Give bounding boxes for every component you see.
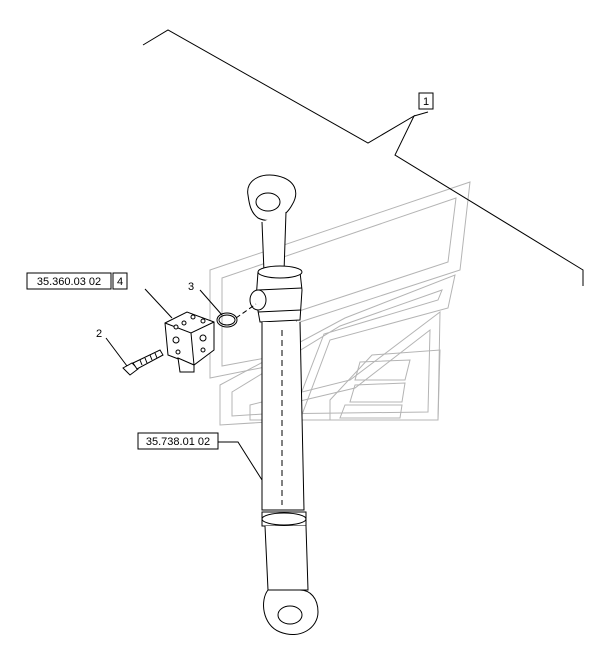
ref-valve-block-label: 35.360.03 02 (37, 276, 101, 288)
callout-3-label: 3 (188, 281, 194, 293)
callout-1-group-line (142, 29, 584, 286)
callout-4-label: 4 (117, 276, 123, 288)
callout-2-label: 2 (96, 328, 102, 340)
o-ring (216, 312, 238, 328)
callout-1-label: 1 (423, 96, 429, 108)
valve-block (164, 311, 215, 373)
ref-cylinder-label: 35.738.01 02 (146, 436, 210, 448)
hydraulic-cylinder (247, 174, 319, 635)
cylinder-ref-leader (218, 441, 263, 481)
watermark-logo (209, 181, 471, 426)
callout-4-box (112, 272, 128, 290)
o-ring-centerline (235, 303, 257, 319)
callout-2-leader (105, 337, 128, 367)
bolt (122, 349, 164, 376)
ref-cylinder-box (137, 432, 219, 450)
ref-valve-block-box (26, 272, 112, 290)
callout-3-leader (199, 289, 223, 316)
callout-1-box (418, 92, 434, 110)
callout-4-leader (144, 288, 173, 319)
callout-1-leader (413, 111, 429, 117)
